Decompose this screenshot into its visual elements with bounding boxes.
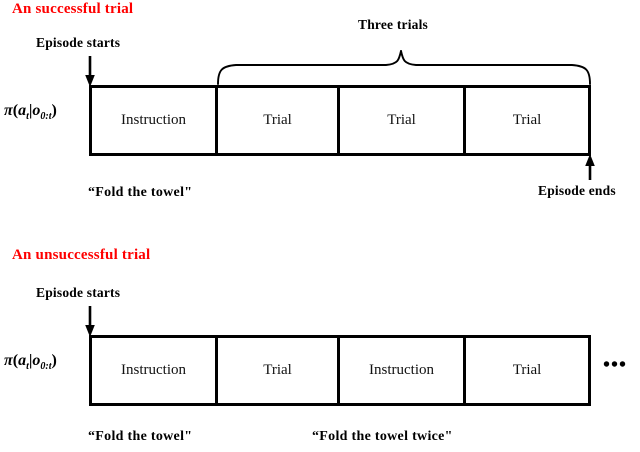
timeline-cell-trial: Trial	[340, 88, 466, 153]
action-subscript: t	[26, 111, 29, 123]
policy-label-unsuccessful: π(at|o0:t)	[4, 352, 57, 372]
pi-symbol: π	[4, 102, 13, 119]
paren-open: (	[12, 102, 19, 119]
three-trials-brace-label: Three trials	[358, 17, 429, 32]
action-subscript: t	[26, 361, 29, 373]
timeline-cell-instruction: Instruction	[92, 88, 218, 153]
policy-label-successful: π(at|o0:t)	[4, 102, 57, 122]
timeline-cell-trial: Trial	[466, 338, 588, 403]
observation-subscript: 0:t	[40, 361, 52, 373]
timeline-successful: Instruction Trial Trial Trial	[89, 85, 591, 156]
three-trials-brace	[217, 50, 591, 85]
caption-instruction-second-unsuccessful: “Fold the towel twice"	[312, 429, 453, 444]
paren-open: (	[12, 352, 19, 369]
section-title-successful: An successful trial	[12, 1, 134, 17]
paren-close: )	[51, 352, 57, 369]
observation-symbol: o	[32, 352, 41, 369]
conditional-bar: |	[28, 352, 33, 369]
timeline-unsuccessful: Instruction Trial Instruction Trial	[89, 335, 591, 406]
episode-starts-arrow-successful	[85, 56, 95, 87]
pi-symbol: π	[4, 352, 13, 369]
episode-starts-label-successful: Episode starts	[36, 35, 121, 50]
episode-starts-label-unsuccessful: Episode starts	[36, 285, 121, 300]
timeline-cell-trial: Trial	[218, 338, 340, 403]
timeline-cell-instruction: Instruction	[340, 338, 466, 403]
conditional-bar: |	[28, 102, 33, 119]
timeline-cell-instruction: Instruction	[92, 338, 218, 403]
caption-instruction-first-unsuccessful: “Fold the towel"	[88, 429, 193, 444]
action-symbol: a	[18, 352, 27, 369]
section-title-unsuccessful: An unsuccessful trial	[12, 247, 151, 263]
observation-symbol: o	[32, 102, 41, 119]
continuation-ellipsis: •••	[603, 354, 628, 376]
observation-subscript: 0:t	[40, 111, 52, 123]
episode-ends-label: Episode ends	[538, 183, 616, 198]
caption-instruction-successful: “Fold the towel"	[88, 185, 193, 200]
paren-close: )	[51, 102, 57, 119]
timeline-cell-trial: Trial	[218, 88, 340, 153]
action-symbol: a	[18, 102, 27, 119]
episode-starts-arrow-unsuccessful	[85, 306, 95, 337]
timeline-cell-trial: Trial	[466, 88, 588, 153]
episode-ends-arrow	[585, 154, 595, 180]
